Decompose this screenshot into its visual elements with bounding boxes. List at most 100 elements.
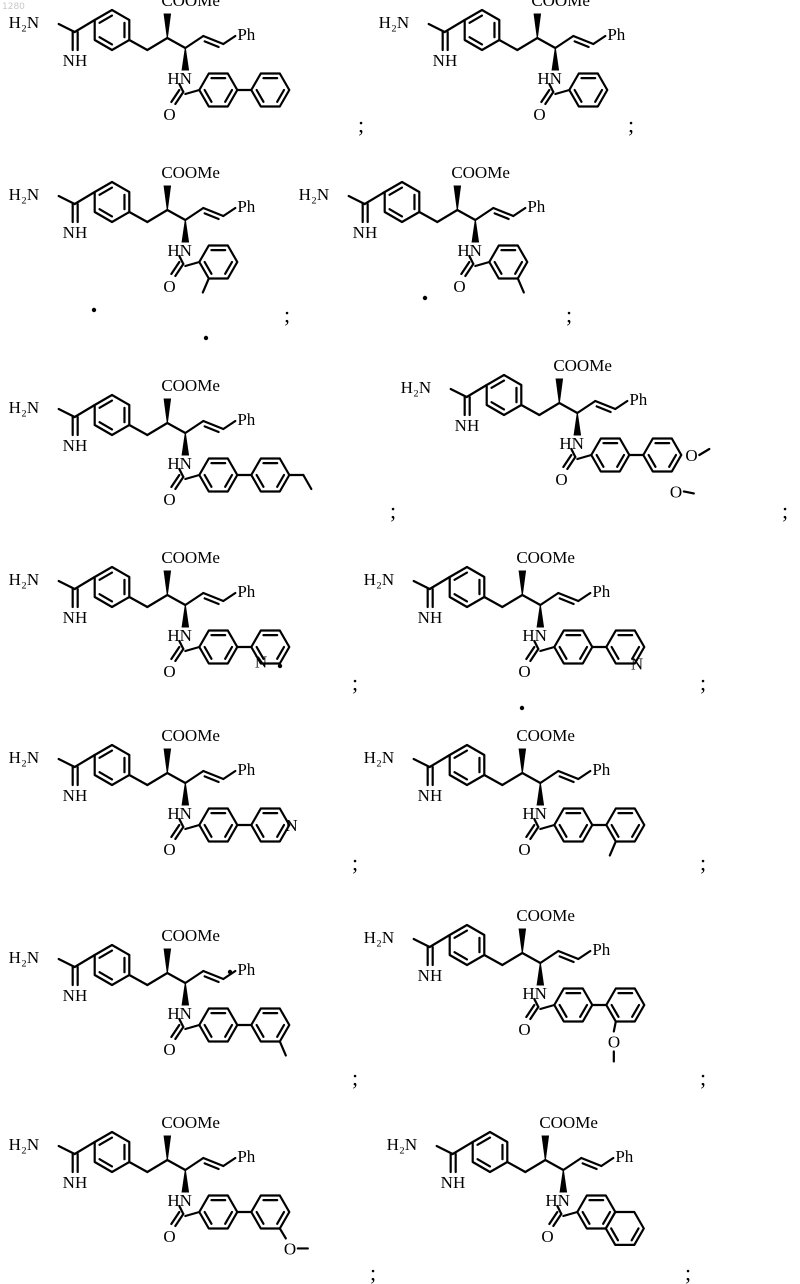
compound-structure: H₂NNHCOOMePhHNO; bbox=[9, 926, 358, 1090]
phenyl-label: Ph bbox=[237, 197, 255, 216]
compound-separator: ; bbox=[685, 1260, 691, 1284]
compound-separator: ; bbox=[700, 670, 706, 695]
imine-label: NH bbox=[63, 786, 88, 805]
compound-grid: H₂NNHCOOMePhHNO;H₂NNHCOOMePhHNO;H₂NNHCOO… bbox=[9, 0, 788, 1284]
methoxy-o-label: O bbox=[284, 1239, 296, 1258]
imine-label: NH bbox=[63, 608, 88, 627]
amine-label: H₂N bbox=[9, 398, 39, 417]
scan-speck bbox=[92, 308, 96, 312]
phenyl-label: Ph bbox=[237, 960, 255, 979]
phenyl-label: Ph bbox=[527, 197, 545, 216]
compound-structure: H₂NNHCOOMePhHNON; bbox=[9, 726, 358, 875]
amine-label: H₂N bbox=[364, 748, 394, 767]
carbonyl-o-label: O bbox=[163, 490, 175, 509]
ester-label: COOMe bbox=[539, 1113, 598, 1132]
phenyl-label: Ph bbox=[615, 1147, 633, 1166]
scan-speck bbox=[204, 336, 208, 340]
imine-label: NH bbox=[418, 608, 443, 627]
carbonyl-o-label: O bbox=[518, 1020, 530, 1039]
compound-separator: ; bbox=[358, 112, 364, 137]
imine-label: NH bbox=[418, 966, 443, 985]
amine-label: H₂N bbox=[401, 378, 431, 397]
ester-label: COOMe bbox=[553, 356, 612, 375]
imine-label: NH bbox=[418, 786, 443, 805]
ester-label: COOMe bbox=[161, 1113, 220, 1132]
imine-label: NH bbox=[441, 1173, 466, 1192]
carbonyl-o-label: O bbox=[163, 662, 175, 681]
phenyl-label: Ph bbox=[592, 582, 610, 601]
phenyl-label: Ph bbox=[237, 760, 255, 779]
amine-label: H₂N bbox=[379, 13, 409, 32]
compound-separator: ; bbox=[370, 1260, 376, 1284]
carbonyl-o-label: O bbox=[163, 277, 175, 296]
carbonyl-o-label: O bbox=[541, 1227, 553, 1246]
carbonyl-o-label: O bbox=[163, 105, 175, 124]
compound-structure: H₂NNHCOOMePhHNO; bbox=[379, 0, 634, 137]
ester-label: COOMe bbox=[161, 0, 220, 10]
compound-separator: ; bbox=[352, 850, 358, 875]
ester-label: COOMe bbox=[161, 163, 220, 182]
carbonyl-o-label: O bbox=[163, 1227, 175, 1246]
page-stamp: 1280 bbox=[2, 2, 25, 12]
amine-label: H₂N bbox=[9, 13, 39, 32]
ester-label: COOMe bbox=[161, 548, 220, 567]
compound-separator: ; bbox=[566, 302, 572, 327]
ester-label: COOMe bbox=[451, 163, 510, 182]
compound-structure: H₂NNHCOOMePhHNO; bbox=[9, 163, 290, 327]
ester-label: COOMe bbox=[516, 726, 575, 745]
scan-speck bbox=[228, 970, 232, 974]
carbonyl-o-label: O bbox=[518, 840, 530, 859]
amine-label: H₂N bbox=[9, 1135, 39, 1154]
phenyl-label: Ph bbox=[592, 760, 610, 779]
compound-separator: ; bbox=[628, 112, 634, 137]
phenyl-label: Ph bbox=[237, 582, 255, 601]
carbonyl-o-label: O bbox=[163, 840, 175, 859]
carbonyl-o-label: O bbox=[555, 470, 567, 489]
amine-label: H₂N bbox=[364, 928, 394, 947]
ester-label: COOMe bbox=[161, 376, 220, 395]
amine-label: H₂N bbox=[9, 948, 39, 967]
ester-label: COOMe bbox=[161, 926, 220, 945]
phenyl-label: Ph bbox=[592, 940, 610, 959]
amine-label: H₂N bbox=[9, 185, 39, 204]
phenyl-label: Ph bbox=[237, 410, 255, 429]
ester-label: COOMe bbox=[516, 548, 575, 567]
compound-separator: ; bbox=[782, 498, 788, 523]
pyridine-n-label: N bbox=[285, 816, 297, 835]
compound-structure: H₂NNHCOOMePhHNO; bbox=[9, 0, 364, 137]
compound-structure: H₂NNHCOOMePhHNOO; bbox=[9, 1113, 376, 1284]
compound-structure: H₂NNHCOOMePhHNON; bbox=[9, 548, 358, 695]
imine-label: NH bbox=[63, 51, 88, 70]
compound-structure: H₂NNHCOOMePhHNO; bbox=[9, 376, 396, 523]
amine-label: H₂N bbox=[9, 748, 39, 767]
imine-label: NH bbox=[63, 223, 88, 242]
methoxy-o-label: O bbox=[608, 1032, 620, 1051]
imine-label: NH bbox=[433, 51, 458, 70]
methoxy-o-label: O bbox=[670, 482, 682, 501]
compound-structure: H₂NNHCOOMePhHNOO; bbox=[364, 906, 706, 1090]
pyridine-n-label: N bbox=[631, 654, 643, 673]
scan-speck bbox=[278, 664, 282, 668]
scan-speck bbox=[520, 706, 524, 710]
amine-label: H₂N bbox=[387, 1135, 417, 1154]
ester-label: COOMe bbox=[531, 0, 590, 10]
phenyl-label: Ph bbox=[237, 1147, 255, 1166]
compound-separator: ; bbox=[352, 1065, 358, 1090]
ester-label: COOMe bbox=[516, 906, 575, 925]
imine-label: NH bbox=[63, 436, 88, 455]
compound-structure: H₂NNHCOOMePhHNO; bbox=[299, 163, 572, 327]
scan-speck bbox=[423, 296, 427, 300]
amine-label: H₂N bbox=[9, 570, 39, 589]
compound-structure: H₂NNHCOOMePhHNOOO; bbox=[401, 356, 788, 523]
amine-label: H₂N bbox=[364, 570, 394, 589]
methoxy-o-label: O bbox=[685, 446, 697, 465]
compound-separator: ; bbox=[352, 670, 358, 695]
phenyl-label: Ph bbox=[629, 390, 647, 409]
imine-label: NH bbox=[353, 223, 378, 242]
compound-separator: ; bbox=[284, 302, 290, 327]
compound-separator: ; bbox=[700, 1065, 706, 1090]
carbonyl-o-label: O bbox=[163, 1040, 175, 1059]
compound-structure: H₂NNHCOOMePhHNON; bbox=[364, 548, 706, 695]
compound-separator: ; bbox=[700, 850, 706, 875]
imine-label: NH bbox=[455, 416, 480, 435]
